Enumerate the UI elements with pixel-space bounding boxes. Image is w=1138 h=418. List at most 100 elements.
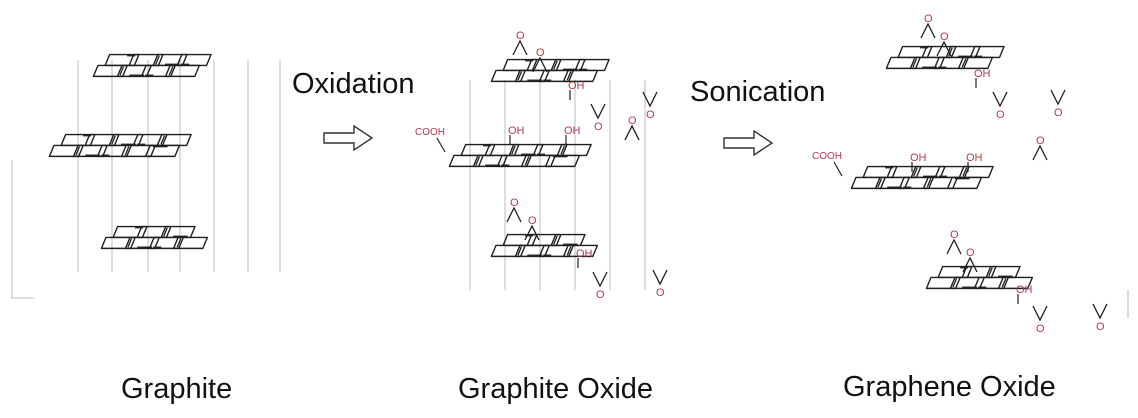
graphite-sheet-top: [92, 53, 212, 78]
epoxide-label: O: [528, 215, 537, 227]
double-bond: [952, 278, 958, 288]
double-bond: [524, 156, 530, 166]
double-bond: [163, 227, 168, 237]
graphite-structure: [11, 53, 281, 299]
double-bond: [160, 135, 166, 145]
graphite-oxide-sheet-top: [490, 58, 610, 83]
epoxide-label: O: [656, 287, 665, 299]
hexagon-ring: [144, 144, 181, 158]
hexagon-ring: [562, 244, 599, 258]
epoxide-bridge: [624, 124, 640, 141]
carboxyl-bond: [833, 161, 843, 177]
graphite-caption: Graphite: [121, 373, 233, 405]
graphite-sheet-middle: [48, 133, 192, 158]
epoxide-bridge: [1050, 89, 1066, 106]
epoxide-bridge: [1032, 144, 1048, 161]
double-bond: [127, 238, 133, 248]
graphite-oxide-sheet-middle: [448, 143, 592, 168]
epoxide-label: O: [966, 247, 975, 259]
epoxide-bridge: [992, 91, 1008, 108]
hydroxyl-label: OH: [1016, 284, 1033, 296]
double-bond: [119, 66, 125, 76]
double-bond: [553, 235, 558, 245]
epoxide-label: O: [1096, 321, 1105, 333]
carboxyl-label: COOH: [812, 151, 842, 162]
epoxide-bridge: [1032, 305, 1048, 322]
carboxyl-bond: [436, 137, 446, 153]
epoxide-label: O: [628, 115, 637, 127]
double-bond: [168, 66, 174, 76]
epoxide-label: O: [516, 30, 525, 42]
double-bond: [553, 60, 558, 70]
graphene-oxide-sheet-3: [925, 265, 1034, 290]
epoxide-bridge: [652, 269, 668, 286]
epoxide-bridge: [532, 56, 548, 73]
epoxide-bridge: [1092, 303, 1108, 320]
double-bond: [948, 47, 953, 57]
double-bond: [913, 167, 918, 177]
epoxide-label: O: [646, 109, 655, 121]
double-bond: [560, 145, 566, 155]
hydroxyl-label: OH: [974, 68, 991, 80]
epoxide-label: O: [1036, 135, 1045, 147]
hexagon-ring: [164, 64, 201, 78]
epoxide-label: O: [940, 31, 949, 43]
double-bond: [124, 146, 130, 156]
double-bond: [75, 146, 81, 156]
double-bond: [566, 71, 572, 81]
hexagon-ring: [997, 276, 1034, 290]
sonication-arrow: [723, 129, 774, 157]
sonication-label: Sonication: [690, 76, 826, 108]
hexagon-ring: [946, 176, 983, 190]
epoxide-bridge: [962, 256, 978, 273]
graphene-oxide-sheet-1: [885, 45, 1005, 70]
double-bond: [111, 135, 116, 145]
double-bond: [926, 178, 932, 188]
hydroxyl-label: OH: [508, 125, 525, 137]
epoxide-bridge: [590, 103, 606, 120]
epoxide-label: O: [594, 121, 603, 133]
graphene-oxide-caption: Graphene Oxide: [843, 371, 1056, 403]
double-bond: [988, 267, 993, 277]
double-bond: [877, 178, 883, 188]
epoxide-label: O: [596, 289, 605, 301]
double-bond: [176, 238, 182, 248]
double-bond: [1001, 278, 1007, 288]
oxidation-label: Oxidation: [292, 68, 415, 100]
epoxide-bridge: [936, 40, 952, 57]
graphite-oxide-caption: Graphite Oxide: [458, 373, 654, 405]
carboxyl-label: COOH: [415, 127, 445, 138]
graphite-sheet-bottom: [100, 225, 209, 250]
epoxide-bridge: [524, 224, 540, 241]
epoxide-label: O: [996, 109, 1005, 121]
epoxide-bridge: [592, 271, 608, 288]
double-bond: [475, 156, 481, 166]
hydroxyl-label: OH: [966, 152, 983, 164]
epoxide-label: O: [950, 229, 959, 241]
double-bond: [511, 145, 516, 155]
epoxide-bridge: [946, 238, 962, 255]
hydroxyl-label: OH: [564, 125, 581, 137]
hydroxyl-label: OH: [576, 248, 593, 260]
epoxide-bridge: [920, 22, 936, 39]
double-bond: [961, 58, 967, 68]
double-bond: [517, 71, 523, 81]
epoxide-bridge: [512, 39, 528, 56]
double-bond: [155, 55, 160, 65]
epoxide-label: O: [1054, 107, 1063, 119]
double-bond: [566, 246, 572, 256]
hexagon-ring: [562, 69, 599, 83]
hexagon-ring: [172, 236, 209, 250]
double-bond: [962, 167, 968, 177]
epoxide-bridge: [506, 206, 522, 223]
epoxide-label: O: [1036, 323, 1045, 335]
double-bond: [517, 246, 523, 256]
double-bond: [912, 58, 918, 68]
epoxide-label: O: [510, 197, 519, 209]
hydroxyl-label: OH: [910, 152, 927, 164]
epoxide-label: O: [536, 47, 545, 59]
